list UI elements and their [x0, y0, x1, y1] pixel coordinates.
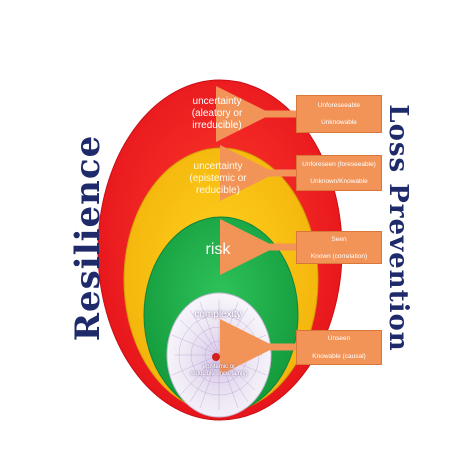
ring-epistemic-line-3: reducible): [196, 185, 240, 196]
ring-complexity-line-1: complexity: [194, 309, 242, 320]
tag-unseen: Unseen Knowable (causal): [296, 330, 382, 365]
ring-aleatory-line-2: (aleatory or: [191, 108, 243, 119]
ring-epistemic-line-2: (epistemic or: [189, 173, 247, 184]
ring-aleatory-label: uncertainty (aleatory or irreducible): [178, 96, 256, 132]
ring-aleatory-line-3: irreducible): [192, 120, 242, 131]
tag-unforeseeable: Unforeseeable Unknowable: [296, 95, 382, 133]
ring-epistemic-line-1: uncertainty: [193, 161, 243, 172]
tag-2-top: Unforeseen (foreseeable): [302, 161, 376, 168]
ring-risk-line-1: risk: [205, 241, 231, 258]
tag-seen: Seen Known (correlation): [296, 231, 382, 264]
tag-1-top: Unforeseeable: [317, 102, 361, 109]
tag-2-bottom: Unknown/Knowable: [310, 178, 368, 185]
ring-aleatory-line-1: uncertainty: [192, 96, 242, 107]
inner-line-2: reducible uncertainty): [190, 371, 248, 378]
tag-3-top: Seen: [331, 236, 347, 243]
center-dot: [212, 353, 220, 361]
inner-line-1: epistemic or: [202, 364, 236, 370]
loss-prevention-label: Loss Prevention: [383, 104, 413, 352]
ring-complexity-inner-label: epistemic or reducible uncertainty): [187, 364, 251, 378]
tag-3-bottom: Known (correlation): [310, 253, 368, 260]
ring-complexity-label: complexity: [188, 309, 248, 321]
tag-4-bottom: Knowable (causal): [312, 353, 366, 360]
ring-risk-label: risk: [196, 240, 240, 259]
ring-epistemic-label: uncertainty (epistemic or reducible): [176, 161, 260, 197]
tag-4-top: Unseen: [327, 335, 351, 342]
tag-unforeseen: Unforeseen (foreseeable) Unknown/Knowabl…: [296, 155, 382, 191]
resilience-label: Resilience: [68, 134, 108, 342]
tag-1-bottom: Unknowable: [321, 119, 357, 126]
